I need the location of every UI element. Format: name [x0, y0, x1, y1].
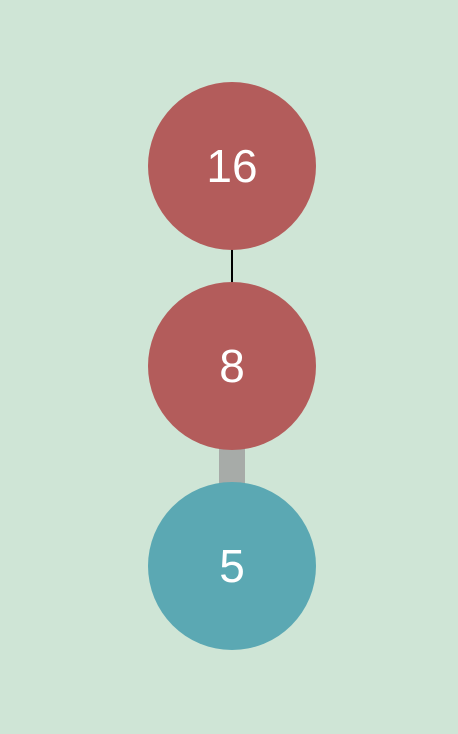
edge-8-to-5: [219, 445, 245, 487]
node-label-5: 5: [219, 540, 245, 592]
edge-16-to-8: [231, 248, 233, 284]
tree-node-8[interactable]: 8: [148, 282, 316, 450]
tree-node-16[interactable]: 16: [148, 82, 316, 250]
node-label-8: 8: [219, 340, 245, 392]
node-label-16: 16: [206, 140, 258, 192]
tree-node-5[interactable]: 5: [148, 482, 316, 650]
